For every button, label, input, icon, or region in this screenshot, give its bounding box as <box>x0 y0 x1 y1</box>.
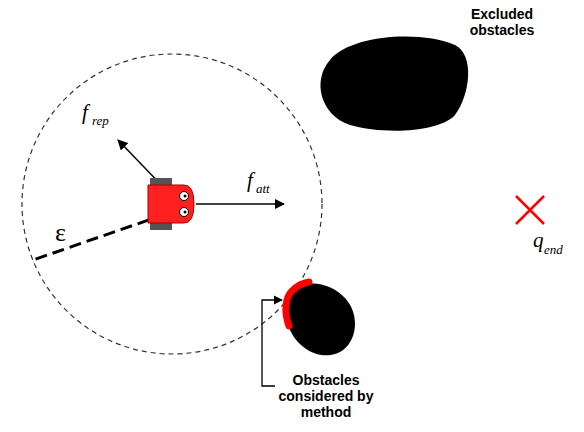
radius-symbol: ε <box>55 218 66 248</box>
goal-subscript: end <box>544 243 563 258</box>
robot-symbol <box>148 178 194 230</box>
leader-line <box>262 300 282 386</box>
influence-circle <box>22 54 322 354</box>
force-symbol: f <box>82 100 88 124</box>
attractive-force-arrow <box>196 203 284 205</box>
considered-edge <box>286 282 309 326</box>
force-subscript: rep <box>92 114 109 129</box>
obstacle-label: Excluded obstacles <box>450 6 554 38</box>
force-subscript: att <box>256 182 270 197</box>
force-symbol: f <box>247 168 253 192</box>
goal-marker <box>516 196 544 224</box>
radius-line <box>33 214 166 260</box>
excluded-obstacle <box>320 37 468 131</box>
goal-symbol: q <box>533 228 544 252</box>
callout-label: Obstacles considered by method <box>278 372 374 420</box>
considered-obstacle <box>286 283 355 355</box>
